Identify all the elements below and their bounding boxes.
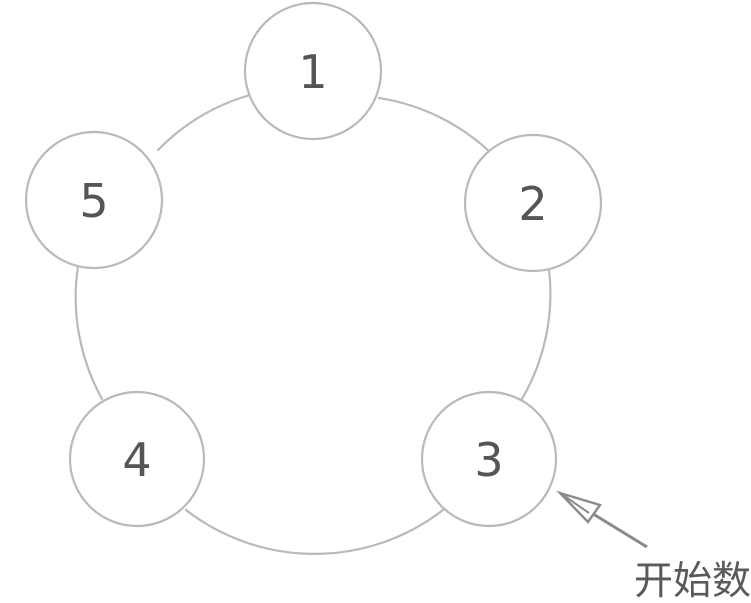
node-4[interactable]: 4 — [68, 390, 206, 528]
node-4-label: 4 — [122, 433, 151, 487]
link-arc-4-to-5 — [74, 264, 104, 401]
annotation-label: 开始数 — [634, 559, 751, 603]
arrow-shaft — [589, 510, 648, 549]
link-arc-1-to-2 — [377, 96, 492, 154]
node-3-circle[interactable] — [420, 390, 558, 528]
node-3-label: 3 — [474, 433, 503, 487]
link-arc-2-to-3 — [520, 267, 552, 401]
annotation-arrow — [555, 490, 648, 549]
link-arcs-group — [74, 93, 552, 555]
node-5[interactable]: 5 — [24, 130, 164, 270]
node-2[interactable]: 2 — [463, 133, 603, 273]
node-5-label: 5 — [79, 174, 108, 228]
link-arc-5-to-1 — [156, 93, 252, 152]
arrowhead-crease — [559, 492, 590, 514]
node-2-label: 2 — [518, 177, 547, 231]
node-1[interactable]: 1 — [243, 1, 383, 141]
node-3[interactable]: 3 — [420, 390, 558, 528]
node-5-circle[interactable] — [24, 130, 164, 270]
nodes-group: 1 2 3 4 5 — [24, 1, 603, 528]
node-1-label: 1 — [298, 45, 327, 99]
node-2-circle[interactable] — [463, 133, 603, 273]
node-4-circle[interactable] — [68, 390, 206, 528]
node-1-circle[interactable] — [243, 1, 383, 141]
link-arc-3-to-4 — [184, 508, 445, 555]
